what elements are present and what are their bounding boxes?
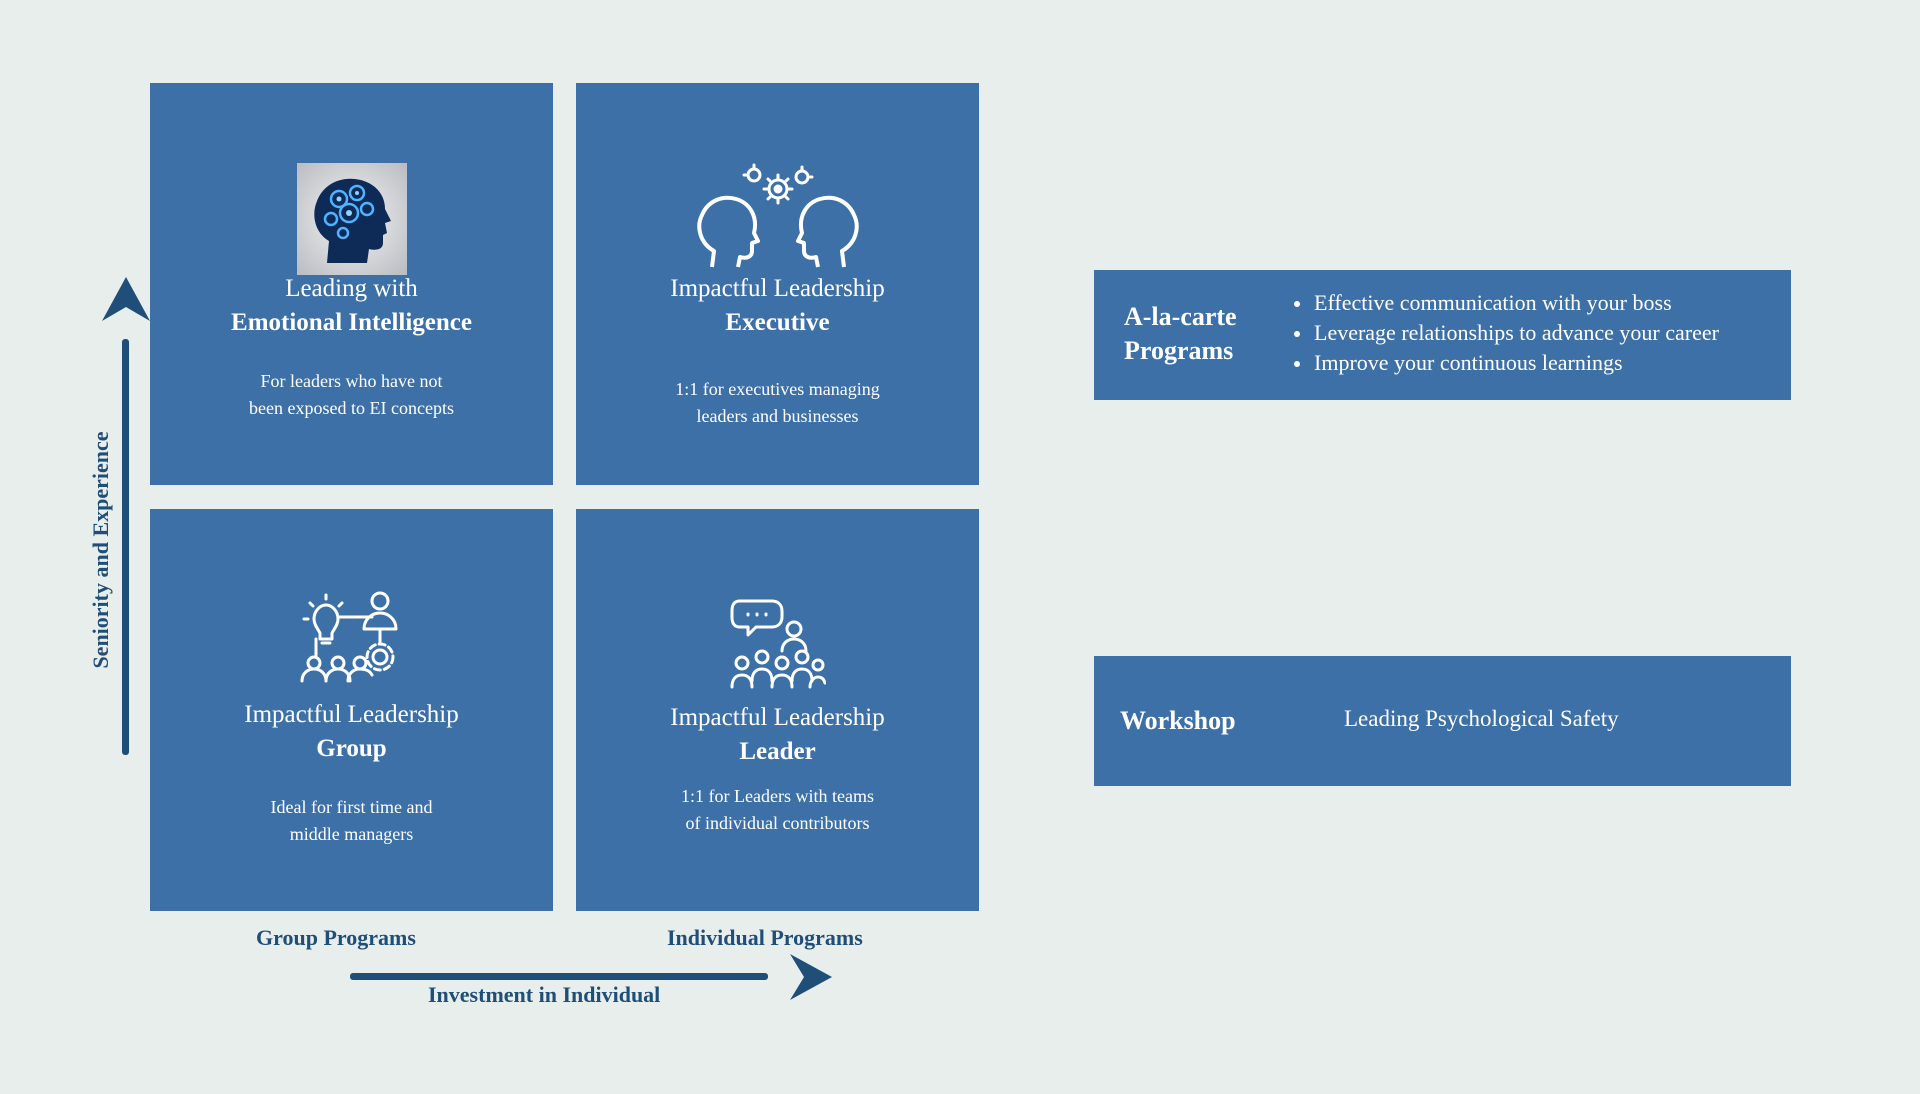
x-axis-label: Investment in Individual bbox=[428, 982, 661, 1007]
quadrant-group: Impactful Leadership Group Ideal for fir… bbox=[150, 509, 553, 911]
quadrant-title: Impactful Leadership bbox=[670, 275, 885, 302]
quadrant-subtitle: Leader bbox=[739, 738, 816, 765]
workshop-box: Workshop Leading Psychological Safety bbox=[1094, 656, 1791, 786]
quadrant-executive: Impactful Leadership Executive 1:1 for e… bbox=[576, 83, 979, 485]
list-item: Leverage relationships to advance your c… bbox=[1292, 318, 1719, 348]
y-axis-arrowhead bbox=[102, 277, 150, 321]
two-heads-gears-icon bbox=[576, 163, 979, 273]
alacarte-programs-box: A-la-carte Programs Effective communicat… bbox=[1094, 270, 1791, 400]
quadrant-subtitle: Executive bbox=[725, 309, 830, 336]
quadrant-subtitle: Group bbox=[316, 735, 387, 762]
x-axis-arrowhead bbox=[790, 954, 832, 1000]
quadrant-title: Impactful Leadership bbox=[670, 704, 885, 731]
y-axis-label: Seniority and Experience bbox=[88, 431, 113, 669]
leader-speaking-group-icon bbox=[576, 593, 979, 689]
team-ideas-icon bbox=[150, 589, 553, 685]
quadrant-description: 1:1 for executives managing leaders and … bbox=[675, 379, 880, 426]
alacarte-list: Effective communication with your boss L… bbox=[1292, 288, 1719, 378]
y-axis-line bbox=[122, 339, 129, 755]
list-item: Improve your continuous learnings bbox=[1292, 348, 1719, 378]
x-axis-arrow bbox=[350, 954, 832, 1000]
quadrant-description: Ideal for first time and middle managers bbox=[270, 797, 433, 844]
quadrant-description: For leaders who have not been exposed to… bbox=[249, 371, 454, 418]
quadrant-leader: Impactful Leadership Leader 1:1 for Lead… bbox=[576, 509, 979, 911]
workshop-topic: Leading Psychological Safety bbox=[1344, 706, 1619, 731]
workshop-title: Workshop bbox=[1120, 706, 1236, 735]
quadrant-title: Impactful Leadership bbox=[244, 701, 459, 728]
y-axis-arrow bbox=[102, 277, 150, 755]
column-label-group-programs: Group Programs bbox=[256, 925, 416, 950]
column-label-individual-programs: Individual Programs bbox=[667, 925, 863, 950]
quadrant-description: 1:1 for Leaders with teams of individual… bbox=[681, 786, 874, 833]
quadrant-title: Leading with bbox=[285, 275, 418, 302]
quadrant-subtitle: Emotional Intelligence bbox=[231, 309, 472, 336]
list-item: Effective communication with your boss bbox=[1292, 288, 1719, 318]
quadrant-emotional-intelligence: Leading with Emotional Intelligence For … bbox=[150, 83, 553, 485]
x-axis-line bbox=[350, 973, 768, 980]
brain-gears-head-icon bbox=[150, 163, 553, 275]
alacarte-title: A-la-carte Programs bbox=[1124, 302, 1237, 365]
